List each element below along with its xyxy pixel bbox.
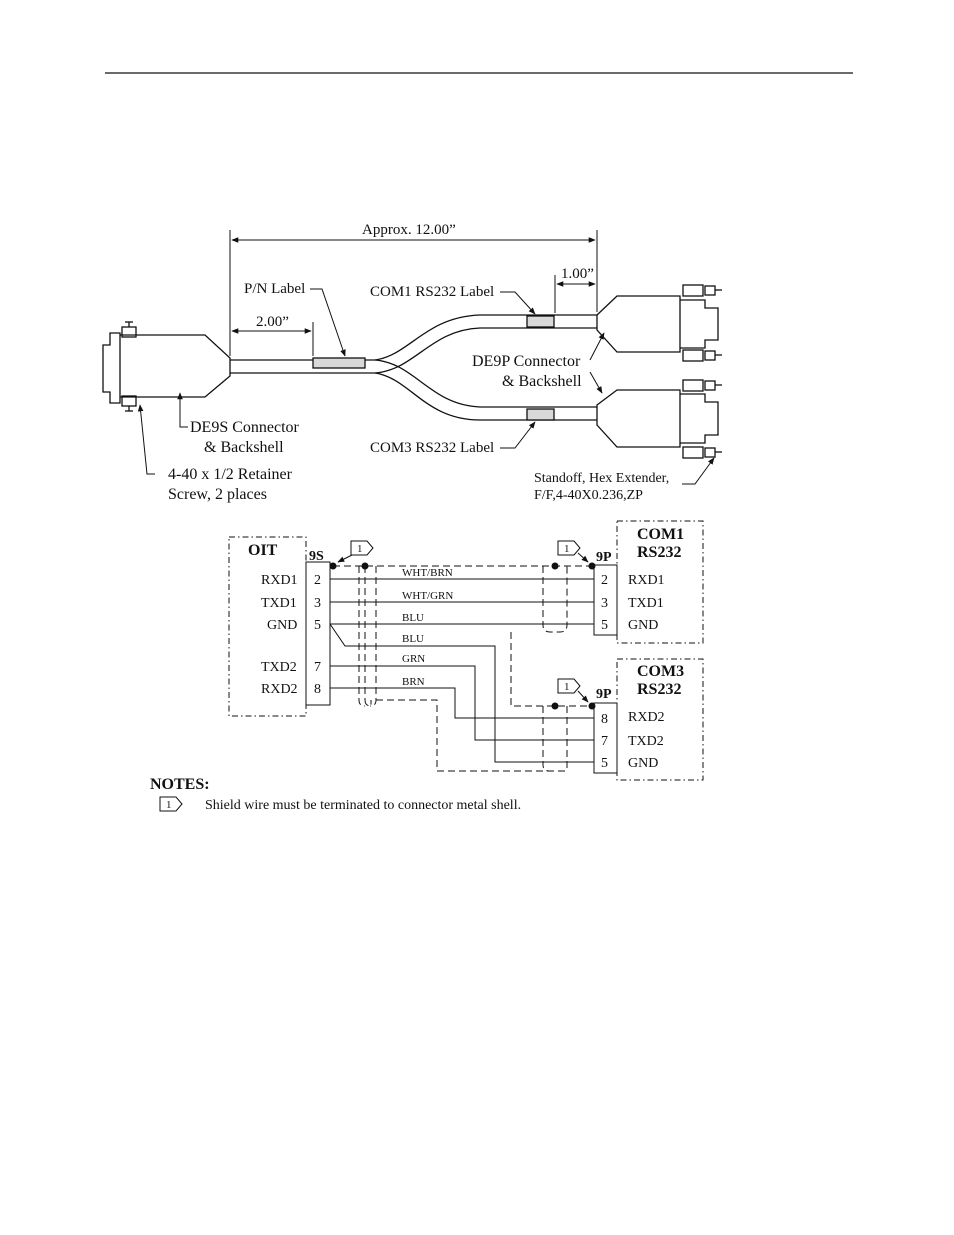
flag-marker-notes [159,796,183,812]
note-1: Shield wire must be terminated to connec… [205,798,521,813]
flag-number: 1 [357,543,363,555]
oit-connector: 9S [309,549,324,564]
de9s-connector [102,321,231,412]
overall-length-dim: Approx. 12.00” [362,222,456,238]
com1-connector: 9P [596,550,612,565]
com1-title: COM1 [637,526,684,543]
oit-pin: 5 [314,618,321,633]
standoff-label-1: Standoff, Hex Extender, [534,471,669,486]
oit-signal: RXD1 [261,573,298,588]
oit-signal: GND [267,618,297,633]
dimensions [229,230,598,356]
oit-pin: 7 [314,660,321,675]
wire-color: WHT/BRN [402,567,453,579]
de9p-label-1: DE9P Connector [472,353,581,370]
flag-number: 1 [564,681,570,693]
leaders [137,288,715,485]
wire-color: BRN [402,676,425,688]
retainer-label-1: 4-40 x 1/2 Retainer [168,466,293,483]
com3-connector: 9P [596,687,612,702]
com3-title: COM3 [637,663,684,680]
notes-title: NOTES: [150,776,210,793]
com1-label-sleeve [526,315,555,328]
com3-signal: GND [628,756,658,771]
com1-label-text: COM1 RS232 Label [370,284,494,300]
oit-title: OIT [248,542,278,559]
com3-label-text: COM3 RS232 Label [370,440,494,456]
com1-pin: 3 [601,596,608,611]
com1-signals: RXD1 TXD1 GND [628,573,665,633]
com3-pin: 5 [601,756,608,771]
flag-marker-com3 [557,678,581,694]
oit-pin: 2 [314,573,321,588]
oit-signal: RXD2 [261,682,298,697]
flag-marker-com1 [557,540,581,556]
end-dim: 1.00” [561,266,594,282]
oit-signal: TXD1 [261,596,297,611]
com1-signal: GND [628,618,658,633]
com1-signal: TXD1 [628,596,664,611]
wire-color: BLU [402,612,424,624]
com1-pin: 5 [601,618,608,633]
pn-label-sleeve [312,357,366,369]
wiring-schematic [159,520,704,812]
wire-color: GRN [402,653,425,665]
com3-signal: TXD2 [628,734,664,749]
com3-subtitle: RS232 [637,681,681,698]
oit-signals: RXD1 TXD1 GND TXD2 RXD2 [261,573,298,697]
pn-dim: 2.00” [256,314,289,330]
oit-pin: 8 [314,682,321,697]
com1-pins: 2 3 5 [601,573,608,633]
wire-colors: WHT/BRN WHT/GRN BLU BLU GRN BRN [402,567,453,688]
de9s-label-2: & Backshell [204,439,284,456]
standoff-label-2: F/F,4-40X0.236,ZP [534,488,643,503]
com3-pin: 8 [601,712,608,727]
com1-pin: 2 [601,573,608,588]
flag-marker-oit [350,540,374,556]
cable-assembly [102,284,722,459]
pn-label-text: P/N Label [244,281,305,297]
notes-flag-number: 1 [166,799,172,811]
de9p-connector-lower [596,379,722,459]
com1-subtitle: RS232 [637,544,681,561]
wire-color: BLU [402,633,424,645]
com1-signal: RXD1 [628,573,665,588]
wire-color: WHT/GRN [402,590,453,602]
de9p-label-2: & Backshell [502,373,582,390]
com3-pins: 8 7 5 [601,712,608,771]
com3-label-sleeve [526,408,555,421]
oit-pins: 2 3 5 7 8 [314,573,321,697]
com3-signal: RXD2 [628,710,665,725]
flag-number: 1 [564,543,570,555]
com3-signals: RXD2 TXD2 GND [628,710,665,771]
oit-pin: 3 [314,596,321,611]
de9p-connector-upper [596,284,722,362]
retainer-label-2: Screw, 2 places [168,486,267,503]
com3-pin: 7 [601,734,608,749]
de9s-label-1: DE9S Connector [190,419,300,436]
oit-signal: TXD2 [261,660,297,675]
